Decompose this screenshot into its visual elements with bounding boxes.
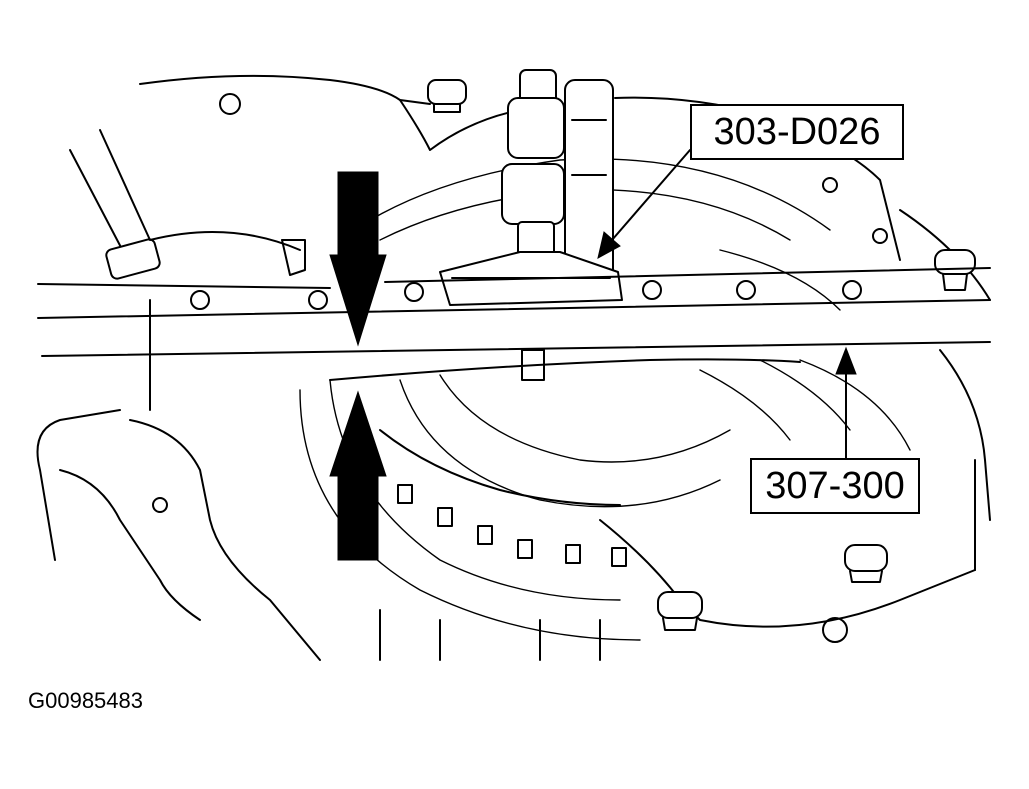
leader-line-upper (611, 149, 691, 241)
depth-gauge-tool (439, 69, 623, 306)
case-bolts (427, 79, 976, 631)
down-arrow-icon (329, 171, 387, 347)
fluid-tube (69, 129, 306, 280)
bolt-top (427, 79, 467, 113)
figure-id-label: G00985483 (28, 688, 143, 713)
drum-splines (397, 484, 627, 567)
callout-tool-303-d026: 303-D026 (690, 104, 904, 160)
arrow-icon (835, 346, 857, 375)
arrow-icon (597, 231, 621, 259)
clutch-drum (299, 158, 911, 661)
up-arrow-icon (329, 390, 387, 561)
case-housing (36, 74, 991, 661)
bolt-lower-right (844, 544, 888, 583)
bolt-lower-mid (657, 591, 703, 631)
gap-measurement-arrows (329, 171, 387, 561)
callout-tool-307-300: 307-300 (750, 458, 920, 514)
callout-leaders (597, 149, 857, 459)
straightedge-tool (37, 267, 991, 381)
